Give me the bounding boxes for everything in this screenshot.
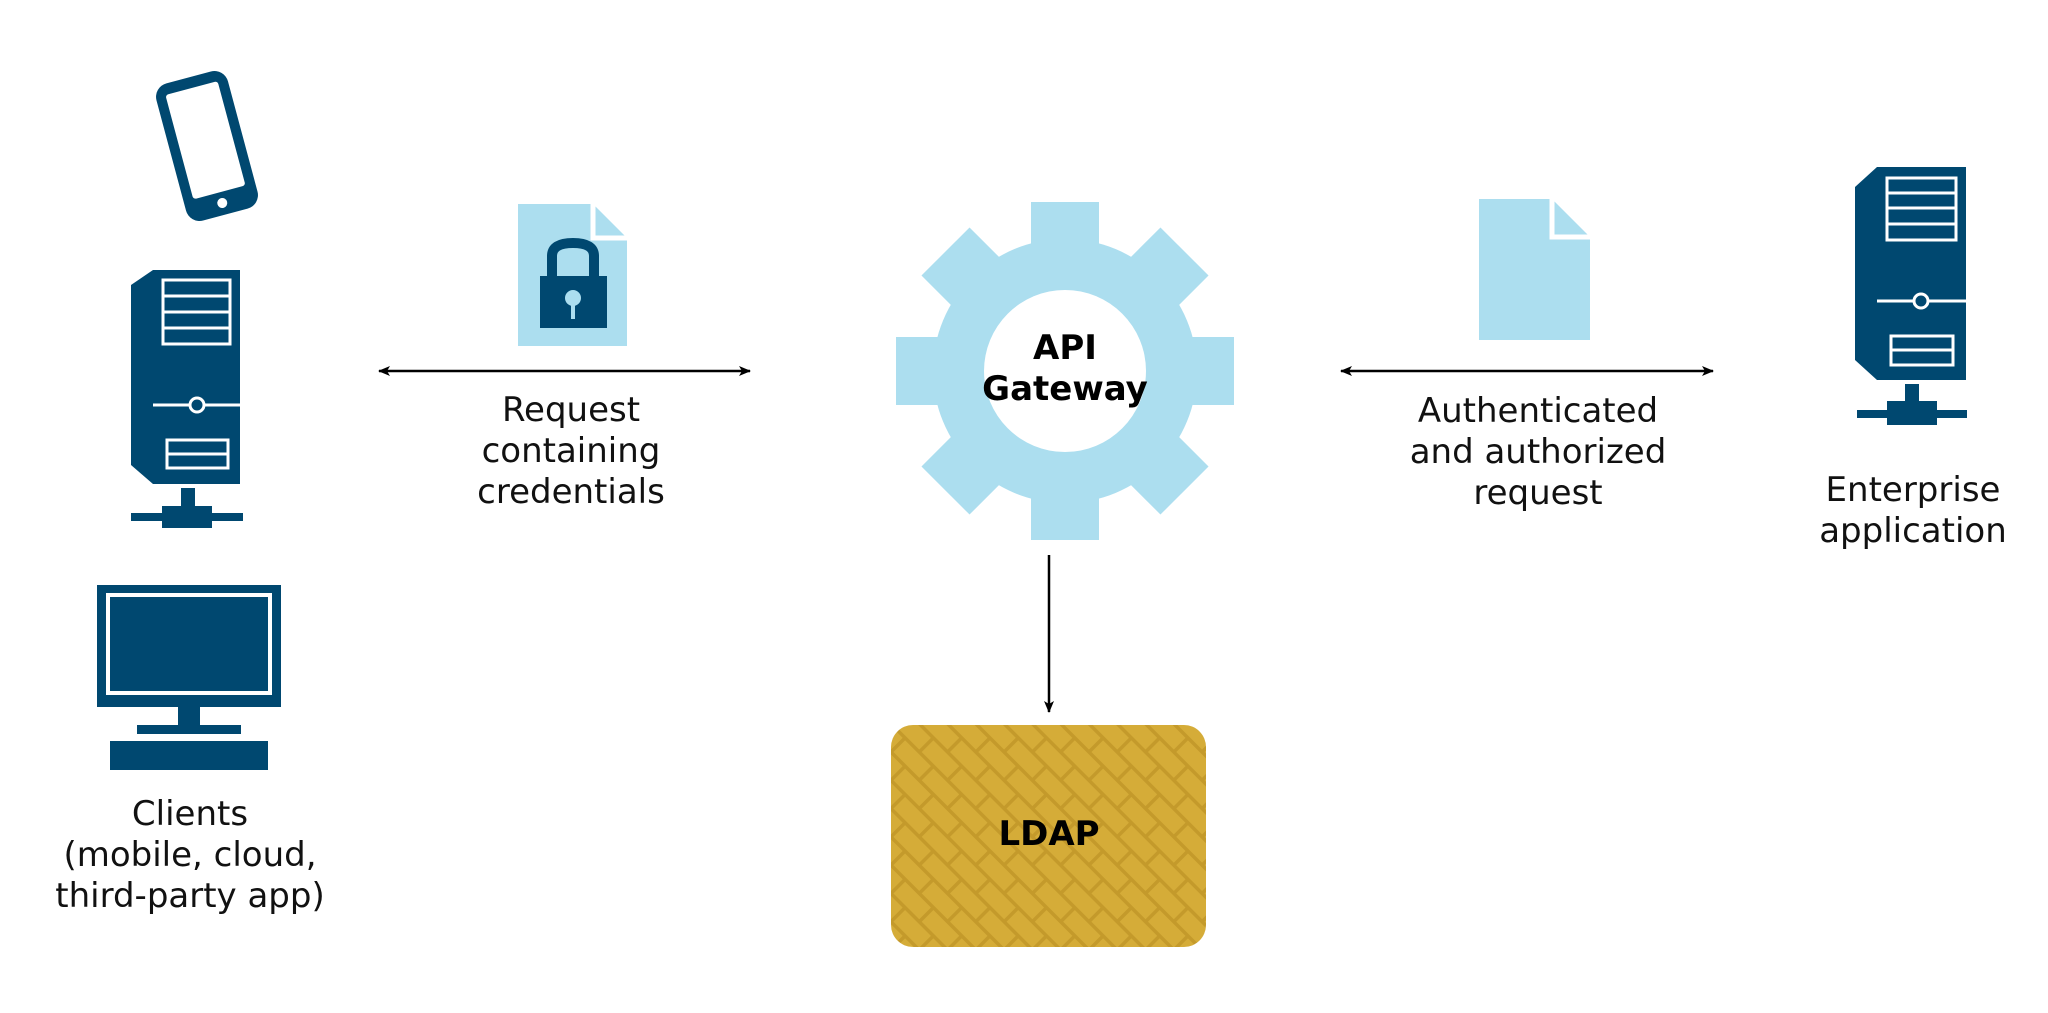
authorized-request-label-line-2: and authorized: [1409, 432, 1667, 472]
locked-document-icon: [518, 204, 627, 346]
authorized-request-label-line-3: request: [1473, 473, 1603, 513]
ldap-label: LDAP: [998, 814, 1100, 854]
ldap-box: [891, 725, 1206, 947]
gear-icon: [896, 202, 1234, 540]
mobile-phone-icon: [156, 70, 258, 222]
request-label-line-3: credentials: [477, 472, 665, 512]
api-gateway-label: API Gateway: [982, 328, 1148, 410]
desktop-monitor-icon: [97, 585, 281, 770]
request-label-line-2: containing: [481, 431, 661, 471]
request-label-line-1: Request: [501, 390, 641, 430]
api-gateway-label-line-1: API: [1033, 328, 1097, 368]
authorized-request-label: Authenticated and authorized request: [1410, 391, 1667, 514]
client-server-icon: [131, 270, 243, 528]
enterprise-label-line-2: application: [1819, 511, 2007, 551]
clients-label-line-3: third-party app): [55, 876, 325, 916]
enterprise-label: Enterprise application: [1819, 470, 2007, 552]
enterprise-server-icon: [1855, 167, 1967, 425]
request-label: Request containing credentials: [477, 390, 665, 513]
clients-label-line-2: (mobile, cloud,: [63, 835, 317, 875]
authorized-request-label-line-1: Authenticated: [1417, 391, 1659, 431]
enterprise-label-line-1: Enterprise: [1825, 470, 2001, 510]
clients-label-line-1: Clients: [131, 794, 249, 834]
api-gateway-label-line-2: Gateway: [982, 369, 1148, 409]
document-icon: [1479, 199, 1590, 340]
clients-label: Clients (mobile, cloud, third-party app): [55, 794, 324, 917]
